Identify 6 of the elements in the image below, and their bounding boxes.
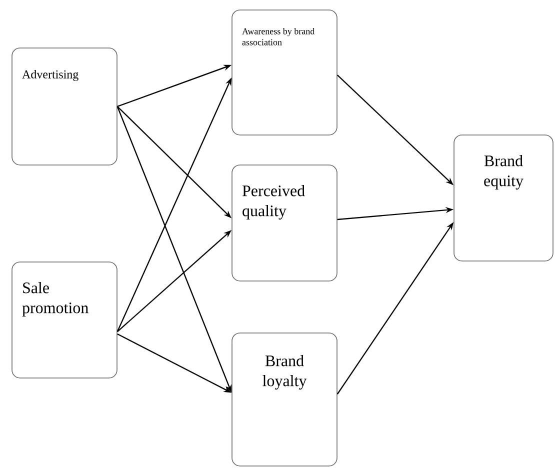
box: Brand equity	[454, 134, 554, 262]
box: Brand loyalty	[232, 332, 338, 466]
box: Awareness by brand association	[232, 10, 338, 136]
box: Advertising	[12, 48, 118, 166]
box: Perceived quality	[232, 164, 338, 282]
box: Sale promotion	[12, 262, 118, 378]
